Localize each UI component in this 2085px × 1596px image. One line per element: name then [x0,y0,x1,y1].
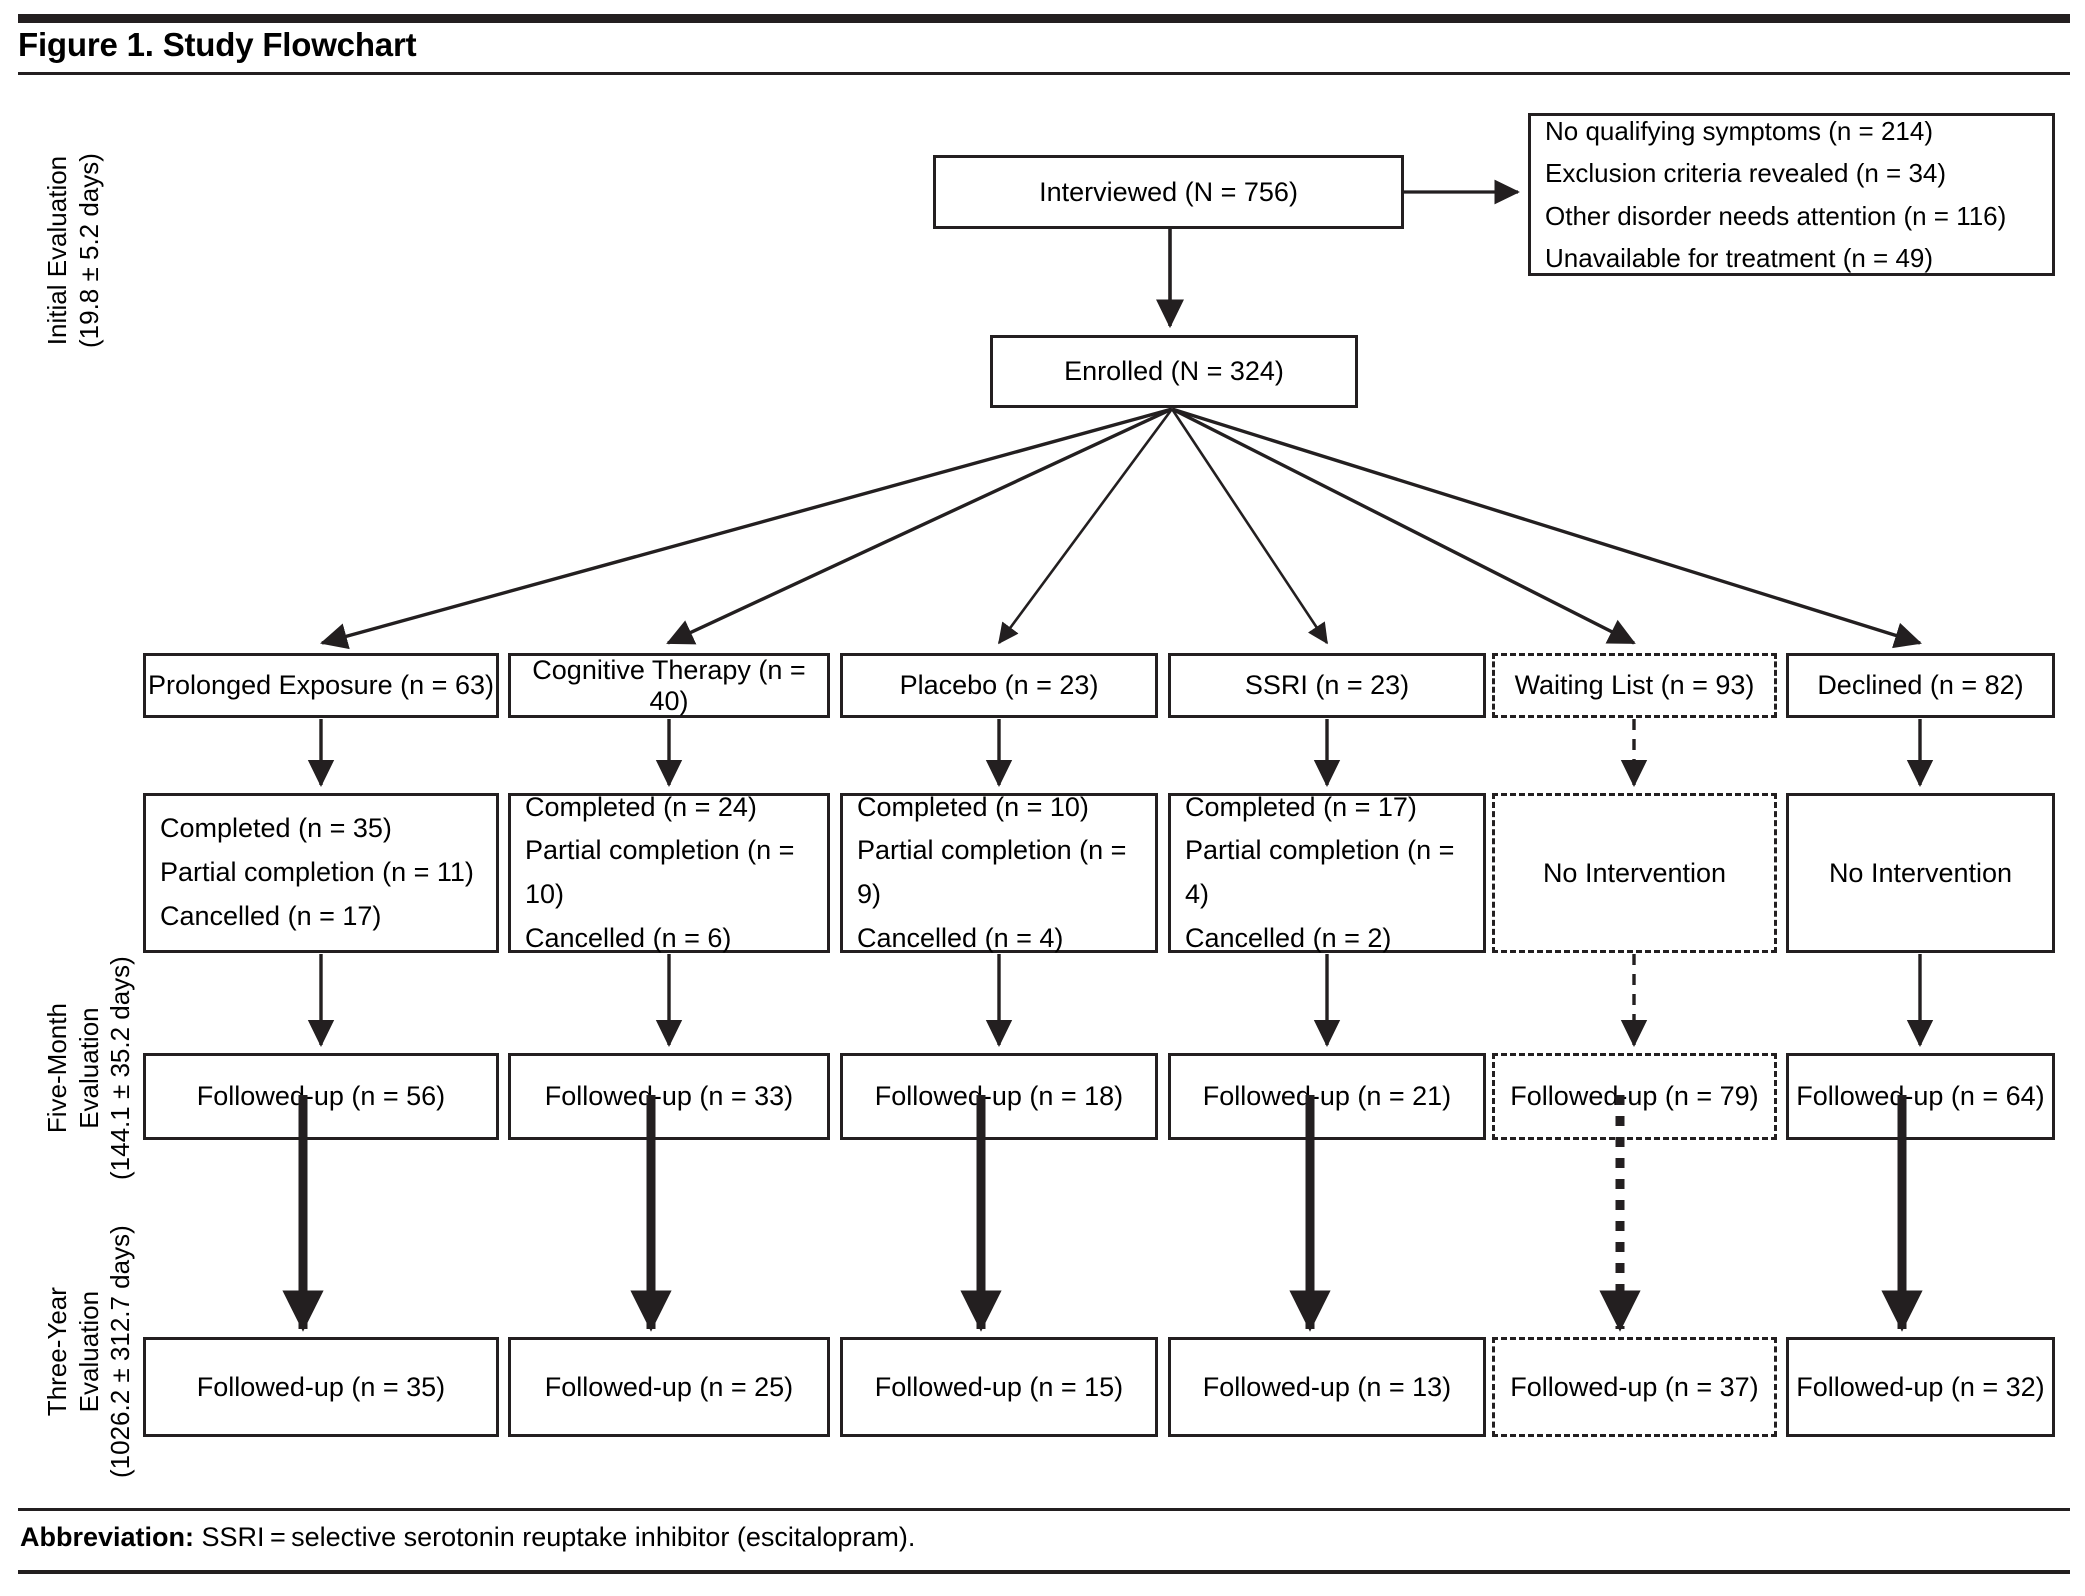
arm-detail-item: Partial completion (n = 4) [1185,835,1455,909]
arm-detail-item: Completed (n = 35) [160,813,392,844]
arm-detail-single: No Intervention [1828,857,2013,888]
arm-detail-item: Completed (n = 24) [525,791,757,822]
abbreviation-note: Abbreviation: SSRI = selective serotonin… [20,1522,915,1553]
stage-label-line3: (144.1 ± 35.2 days) [105,956,136,1180]
arm-detail-item: Cancelled (n = 17) [160,900,382,931]
arm-three-year-label: Followed-up (n = 15) [874,1371,1124,1402]
arrow-enrolled-to-placebo [997,408,1174,645]
arm-group-label: Declined (n = 82) [1817,670,2024,700]
stage-label-line1: Three-Year [42,1287,72,1417]
arm-detail-item: Partial completion (n = 11) [160,857,474,888]
arm-detail-declined: No Intervention [1786,793,2055,953]
arm-five-month-prolonged-exposure[interactable]: Followed-up (n = 56) [143,1053,499,1140]
arm-detail-placebo: Completed (n = 10) Partial completion (n… [840,792,1158,953]
exclusion-item: Other disorder needs attention (n = 116) [1545,200,2007,231]
stage-label-line2: Evaluation [73,1007,104,1129]
stage-label-line2: (19.8 ± 5.2 days) [73,153,104,348]
footer-bottom-rule [18,1570,2070,1574]
stage-label-line1: Five-Month [42,1003,72,1134]
arm-group-label: Waiting List (n = 93) [1514,670,1755,700]
arrow-enrolled-to-cognitive-therapy [666,407,1173,645]
arm-three-year-label: Followed-up (n = 37) [1510,1371,1759,1402]
arm-five-month-waiting-list[interactable]: Followed-up (n = 79) [1492,1053,1777,1140]
exclusion-item: Exclusion criteria revealed (n = 34) [1545,158,1947,189]
arm-five-month-label: Followed-up (n = 18) [874,1081,1124,1111]
exclusions-box: No qualifying symptoms (n = 214) Exclusi… [1528,113,2055,276]
arm-detail-item: Cancelled (n = 6) [525,922,732,953]
arm-detail-item: Cancelled (n = 4) [857,922,1064,953]
arm-five-month-label: Followed-up (n = 56) [196,1081,446,1111]
arm-group-waiting-list[interactable]: Waiting List (n = 93) [1492,653,1777,718]
title-underline-rule [18,72,2070,75]
arm-detail-prolonged-exposure: Completed (n = 35) Partial completion (n… [143,793,499,953]
stage-label-five-month-evaluation: Five-Month Evaluation (144.1 ± 35.2 days… [42,956,137,1180]
arm-detail-waiting-list: No Intervention [1492,793,1777,953]
arm-three-year-label: Followed-up (n = 25) [544,1371,794,1402]
arrow-enrolled-to-declined [1171,407,1922,649]
arm-detail-lines: Completed (n = 24) Partial completion (n… [525,786,827,961]
arrow-enrolled-to-waiting-list [1171,407,1636,645]
footer-top-rule [18,1508,2070,1511]
arm-detail-item: Partial completion (n = 9) [857,835,1127,909]
arm-five-month-cognitive-therapy[interactable]: Followed-up (n = 33) [508,1053,830,1140]
arm-five-month-ssri[interactable]: Followed-up (n = 21) [1168,1053,1486,1140]
arm-three-year-label: Followed-up (n = 35) [196,1371,446,1402]
exclusion-item: No qualifying symptoms (n = 214) [1545,116,1934,147]
node-enrolled-label: Enrolled (N = 324) [1064,356,1284,386]
arm-group-placebo[interactable]: Placebo (n = 23) [840,653,1158,718]
arm-three-year-label: Followed-up (n = 13) [1202,1371,1452,1402]
exclusion-item: Unavailable for treatment (n = 49) [1545,242,1934,273]
stage-label-initial-evaluation: Initial Evaluation (19.8 ± 5.2 days) [42,153,105,348]
arm-detail-lines: Completed (n = 10) Partial completion (n… [857,786,1155,961]
abbreviation-label: Abbreviation: [20,1522,195,1552]
abbreviation-text: SSRI = selective serotonin reuptake inhi… [194,1522,916,1552]
stage-label-line3: (1026.2 ± 312.7 days) [105,1225,136,1478]
arm-five-month-declined[interactable]: Followed-up (n = 64) [1786,1053,2055,1140]
arm-three-year-cognitive-therapy[interactable]: Followed-up (n = 25) [508,1337,830,1437]
arm-group-label: SSRI (n = 23) [1244,670,1410,700]
arm-five-month-placebo[interactable]: Followed-up (n = 18) [840,1053,1158,1140]
arm-detail-single: No Intervention [1542,857,1727,888]
arm-detail-item: Cancelled (n = 2) [1185,922,1392,953]
arm-detail-cognitive-therapy: Completed (n = 24) Partial completion (n… [508,792,830,953]
arm-three-year-prolonged-exposure[interactable]: Followed-up (n = 35) [143,1337,499,1437]
arm-five-month-label: Followed-up (n = 79) [1510,1081,1759,1111]
arm-group-label: Prolonged Exposure (n = 63) [148,670,494,700]
arm-three-year-declined[interactable]: Followed-up (n = 32) [1786,1337,2055,1437]
arm-group-ssri[interactable]: SSRI (n = 23) [1168,653,1486,718]
arm-three-year-placebo[interactable]: Followed-up (n = 15) [840,1337,1158,1437]
arrow-enrolled-to-prolonged-exposure [320,407,1173,650]
arm-three-year-label: Followed-up (n = 32) [1796,1371,2045,1402]
node-enrolled[interactable]: Enrolled (N = 324) [990,335,1358,408]
stage-label-line1: Initial Evaluation [42,155,72,346]
arm-detail-lines: Completed (n = 17) Partial completion (n… [1185,786,1483,961]
stage-label-line2: Evaluation [73,1290,104,1413]
arm-detail-item: Partial completion (n = 10) [525,835,795,909]
arm-group-label: Placebo (n = 23) [899,670,1099,700]
arm-five-month-label: Followed-up (n = 64) [1796,1081,2045,1111]
exclusion-list: No qualifying symptoms (n = 214) Exclusi… [1545,110,2006,278]
arm-group-declined[interactable]: Declined (n = 82) [1786,653,2055,718]
arm-group-label: Cognitive Therapy (n = 40) [532,654,806,716]
figure-title: Figure 1. Study Flowchart [18,26,417,63]
arm-detail-ssri: Completed (n = 17) Partial completion (n… [1168,792,1486,953]
arm-group-cognitive-therapy[interactable]: Cognitive Therapy (n = 40) [508,653,830,718]
arm-five-month-label: Followed-up (n = 33) [544,1081,794,1111]
top-rule [18,14,2070,23]
arm-detail-item: Completed (n = 17) [1185,791,1417,822]
arm-three-year-ssri[interactable]: Followed-up (n = 13) [1168,1337,1486,1437]
arm-five-month-label: Followed-up (n = 21) [1202,1081,1452,1111]
arm-detail-lines: Completed (n = 35) Partial completion (n… [160,807,474,938]
arm-detail-item: Completed (n = 10) [857,791,1089,822]
arrow-enrolled-to-ssri [1170,408,1329,645]
node-interviewed-label: Interviewed (N = 756) [1039,176,1298,207]
node-interviewed[interactable]: Interviewed (N = 756) [933,155,1404,229]
arm-group-prolonged-exposure[interactable]: Prolonged Exposure (n = 63) [143,653,499,718]
arm-three-year-waiting-list[interactable]: Followed-up (n = 37) [1492,1337,1777,1437]
stage-label-three-year-evaluation: Three-Year Evaluation (1026.2 ± 312.7 da… [42,1225,137,1478]
